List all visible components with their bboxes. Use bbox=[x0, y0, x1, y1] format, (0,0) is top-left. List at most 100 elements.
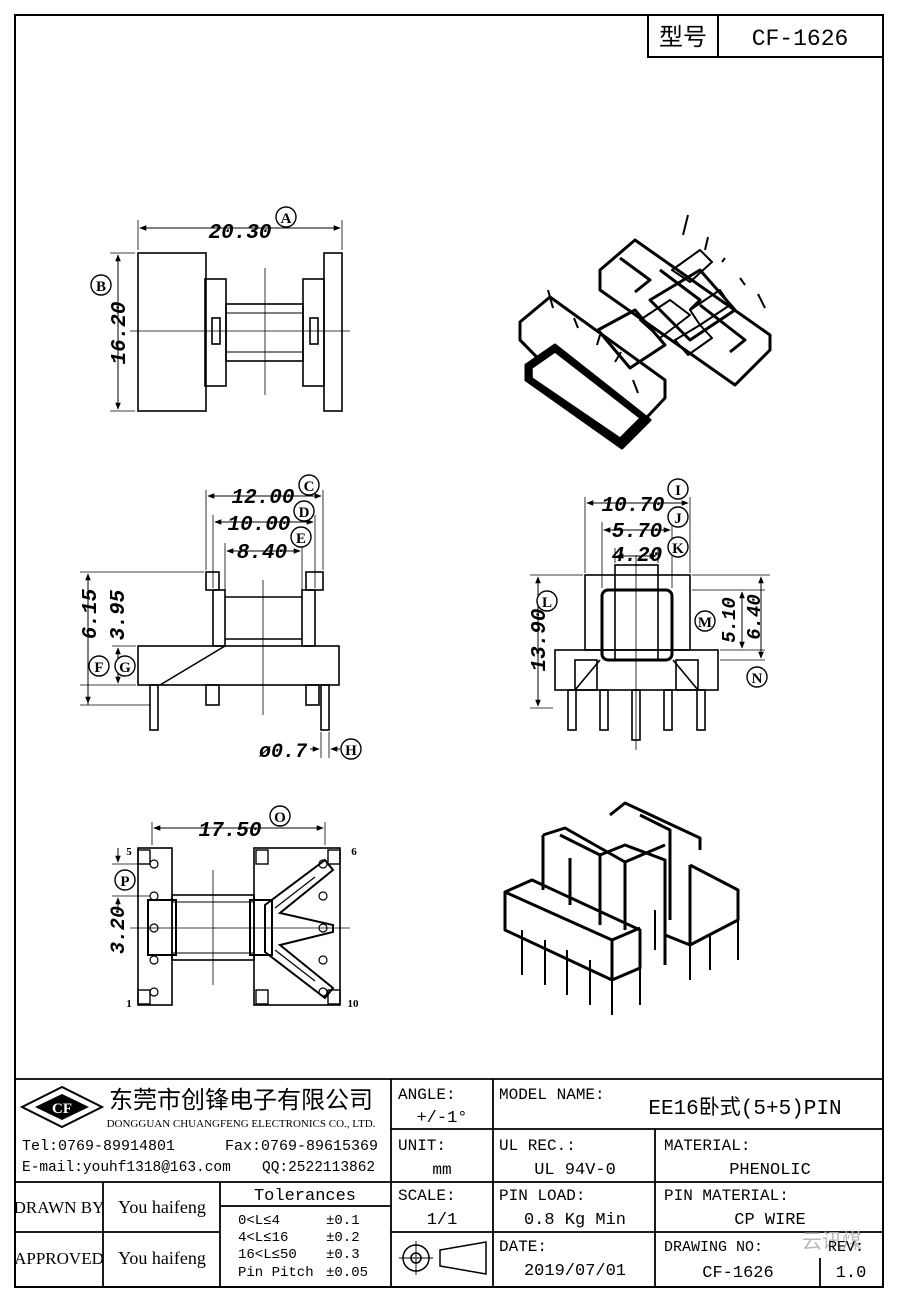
dim-e-marker bbox=[290, 526, 312, 548]
material-value: PHENOLIC bbox=[729, 1161, 811, 1180]
pin-material-label: PIN MATERIAL: bbox=[664, 1187, 789, 1205]
dim-k-marker bbox=[667, 536, 689, 558]
top-view bbox=[110, 220, 350, 412]
dim-f-marker bbox=[88, 655, 110, 677]
dim-h-value: ø0.7 bbox=[259, 741, 308, 764]
dim-o-value: 17.50 bbox=[198, 820, 261, 843]
dim-n-value: 6.40 bbox=[744, 594, 766, 640]
dim-f-value: 6.15 bbox=[80, 588, 103, 639]
dim-d-value: 10.00 bbox=[227, 514, 290, 537]
rev-value: 1.0 bbox=[836, 1264, 867, 1283]
dim-l-marker bbox=[536, 590, 558, 612]
company-email: E-mail:youhf1318@163.com bbox=[22, 1160, 231, 1176]
angle-value: +/-1° bbox=[416, 1109, 467, 1128]
drawn-by-value: You haifeng bbox=[118, 1197, 206, 1217]
dim-g-marker bbox=[114, 655, 136, 677]
drawing-no-label: DRAWING NO: bbox=[664, 1239, 763, 1256]
pin-label-10: 10 bbox=[348, 998, 360, 1010]
company-logo: CF bbox=[19, 1085, 105, 1129]
company-name-cn: 东莞市创锋电子有限公司 bbox=[109, 1087, 373, 1114]
watermark: 云讯煤 bbox=[802, 1230, 862, 1253]
dim-h-mark: H bbox=[345, 743, 357, 759]
date-value: 2019/07/01 bbox=[524, 1262, 626, 1281]
dim-j-marker bbox=[667, 506, 689, 528]
approved-label: APPROVED bbox=[14, 1249, 104, 1268]
pin-load-label: PIN LOAD: bbox=[499, 1187, 585, 1205]
company-fax: Fax:0769-89615369 bbox=[225, 1138, 378, 1155]
dim-d-mark: D bbox=[299, 505, 310, 521]
dim-i-value: 10.70 bbox=[601, 495, 664, 518]
dim-c-value: 12.00 bbox=[231, 487, 294, 510]
tol-range-2: 16<L≤50 bbox=[238, 1247, 297, 1263]
tol-range-3: Pin Pitch bbox=[238, 1265, 314, 1281]
pin-label-5: 5 bbox=[126, 846, 132, 858]
dim-e-value: 8.40 bbox=[237, 542, 287, 565]
dim-m-marker bbox=[694, 610, 716, 632]
dim-e-mark: E bbox=[296, 531, 306, 547]
ul-label: UL REC.: bbox=[499, 1137, 576, 1155]
dim-j-value: 5.70 bbox=[612, 521, 662, 544]
pin-load-value: 0.8 Kg Min bbox=[524, 1211, 626, 1230]
title-block-grid bbox=[15, 1078, 883, 1287]
model-value: EE16卧式(5+5)PIN bbox=[648, 1096, 841, 1121]
side-view bbox=[80, 490, 340, 758]
scale-value: 1/1 bbox=[427, 1211, 458, 1230]
dim-b-value: 16.20 bbox=[109, 301, 132, 364]
pin-material-value: CP WIRE bbox=[734, 1211, 805, 1230]
dim-m-mark: M bbox=[698, 615, 712, 631]
unit-value: mm bbox=[432, 1161, 451, 1179]
dim-g-value: 3.95 bbox=[108, 589, 131, 640]
dim-i-mark: I bbox=[675, 483, 681, 499]
unit-label: UNIT: bbox=[398, 1137, 446, 1155]
dim-h-marker bbox=[340, 738, 362, 760]
dim-o-marker bbox=[269, 805, 291, 827]
logo-text: CF bbox=[52, 1101, 72, 1117]
bottom-view bbox=[112, 822, 350, 1006]
dim-k-mark: K bbox=[672, 541, 684, 557]
dim-f-mark: F bbox=[94, 660, 103, 676]
material-label: MATERIAL: bbox=[664, 1137, 750, 1155]
rev-label: REV: bbox=[828, 1239, 864, 1256]
tol-value-3: ±0.05 bbox=[326, 1265, 368, 1281]
dim-a-mark: A bbox=[281, 211, 292, 227]
dim-p-value: 3.20 bbox=[108, 906, 131, 954]
dim-m-value: 5.10 bbox=[719, 597, 741, 643]
front-view bbox=[530, 497, 770, 750]
approved-value: You haifeng bbox=[118, 1248, 206, 1268]
tol-value-2: ±0.3 bbox=[326, 1247, 360, 1263]
dim-b-mark: B bbox=[96, 279, 106, 295]
dim-o-mark: O bbox=[274, 810, 286, 826]
tol-value-0: ±0.1 bbox=[326, 1213, 360, 1229]
tol-range-1: 4<L≤16 bbox=[238, 1230, 288, 1246]
model-label: MODEL NAME: bbox=[499, 1086, 605, 1104]
tolerances-title: Tolerances bbox=[254, 1187, 356, 1206]
dim-n-marker bbox=[746, 666, 768, 688]
pin-label-1: 1 bbox=[126, 998, 132, 1010]
tol-range-0: 0<L≤4 bbox=[238, 1213, 280, 1229]
dim-p-marker bbox=[114, 869, 136, 891]
type-value: CF-1626 bbox=[752, 26, 849, 52]
company-tel: Tel:0769-89914801 bbox=[22, 1138, 175, 1155]
company-qq: QQ:2522113862 bbox=[262, 1160, 375, 1176]
dim-k-value: 4.20 bbox=[612, 545, 662, 568]
dim-g-mark: G bbox=[119, 660, 131, 676]
dim-i-marker bbox=[667, 478, 689, 500]
drawing-no-value: CF-1626 bbox=[702, 1264, 773, 1283]
pin-label-6: 6 bbox=[351, 846, 357, 858]
company-name-en: DONGGUAN CHUANGFENG ELECTRONICS CO., LTD… bbox=[107, 1118, 376, 1130]
dim-p-mark: P bbox=[120, 874, 129, 890]
dim-a-value: 20.30 bbox=[208, 222, 271, 245]
dim-j-mark: J bbox=[674, 511, 682, 527]
tol-value-1: ±0.2 bbox=[326, 1230, 360, 1246]
sheet-border bbox=[14, 14, 884, 1288]
type-label: 型号 bbox=[659, 24, 707, 51]
header-block: 型号 CF-1626 bbox=[647, 14, 884, 58]
ul-value: UL 94V-0 bbox=[534, 1161, 616, 1180]
drawn-by-label: DRAWN BY bbox=[14, 1198, 105, 1217]
dim-a-marker bbox=[275, 206, 297, 228]
scale-label: SCALE: bbox=[398, 1187, 456, 1205]
dim-c-marker bbox=[298, 474, 320, 496]
dim-l-value: 13.90 bbox=[529, 608, 552, 671]
date-label: DATE: bbox=[499, 1238, 547, 1256]
